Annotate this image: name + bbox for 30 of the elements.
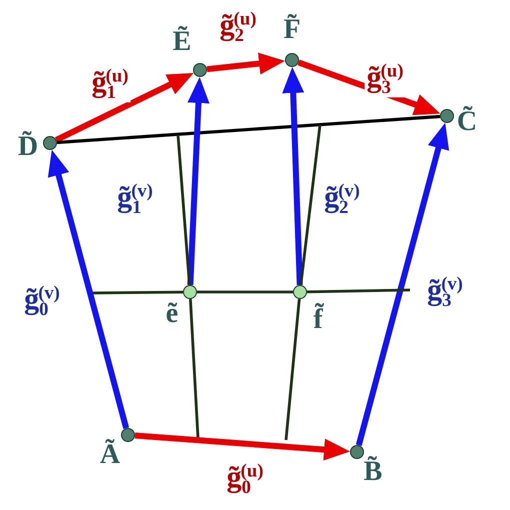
point-dot xyxy=(43,136,57,150)
arrow xyxy=(48,150,130,429)
point-dot xyxy=(183,285,197,299)
point-label: D̃ xyxy=(18,133,38,161)
point-label: C̃ xyxy=(456,108,478,136)
arrow xyxy=(134,432,350,461)
arrow xyxy=(187,77,210,286)
point-dot xyxy=(193,63,207,77)
point-label: Ẽ xyxy=(172,28,192,56)
arrow xyxy=(54,73,194,143)
line xyxy=(299,124,322,286)
point-dot xyxy=(350,445,364,459)
point-label: ẽ xyxy=(166,300,178,328)
arrow xyxy=(206,52,286,75)
line xyxy=(56,114,440,144)
line xyxy=(176,134,191,286)
line xyxy=(284,298,301,440)
line xyxy=(306,288,410,294)
line xyxy=(197,290,293,294)
point-label: Ã xyxy=(100,441,120,469)
point-label: B̃ xyxy=(364,458,382,486)
line xyxy=(189,298,200,438)
point-dot xyxy=(440,109,454,123)
line xyxy=(92,290,184,294)
point-dot xyxy=(121,428,135,442)
point-label: F̃ xyxy=(283,16,301,44)
arrow xyxy=(282,67,304,286)
arrow xyxy=(356,122,450,446)
point-dot xyxy=(293,285,307,299)
point-dot xyxy=(285,53,299,67)
